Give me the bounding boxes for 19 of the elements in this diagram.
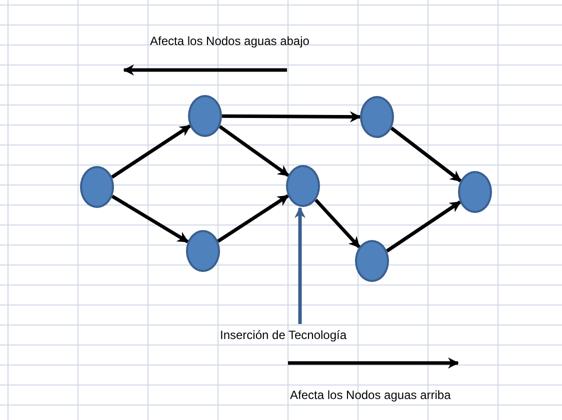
text-label: Inserción de Tecnología — [220, 328, 347, 342]
circle-node — [458, 171, 492, 213]
arrow — [222, 111, 362, 122]
circle-node — [186, 230, 220, 272]
arrow — [218, 125, 290, 177]
annotation-text: Afecta los Nodos aguas arriba — [290, 388, 451, 402]
arrow — [111, 124, 191, 179]
circle-node — [188, 95, 222, 137]
circle-node — [286, 165, 320, 207]
circle-node — [360, 96, 394, 138]
circle-node — [80, 166, 114, 208]
arrow — [390, 126, 462, 182]
arrow — [314, 198, 361, 248]
arrow — [111, 194, 189, 244]
arrow — [386, 200, 462, 252]
circle-node — [355, 240, 389, 282]
arrow — [294, 206, 306, 324]
annotation-text: Afecta los Nodos aguas abajo — [150, 34, 310, 48]
arrow — [217, 194, 289, 243]
